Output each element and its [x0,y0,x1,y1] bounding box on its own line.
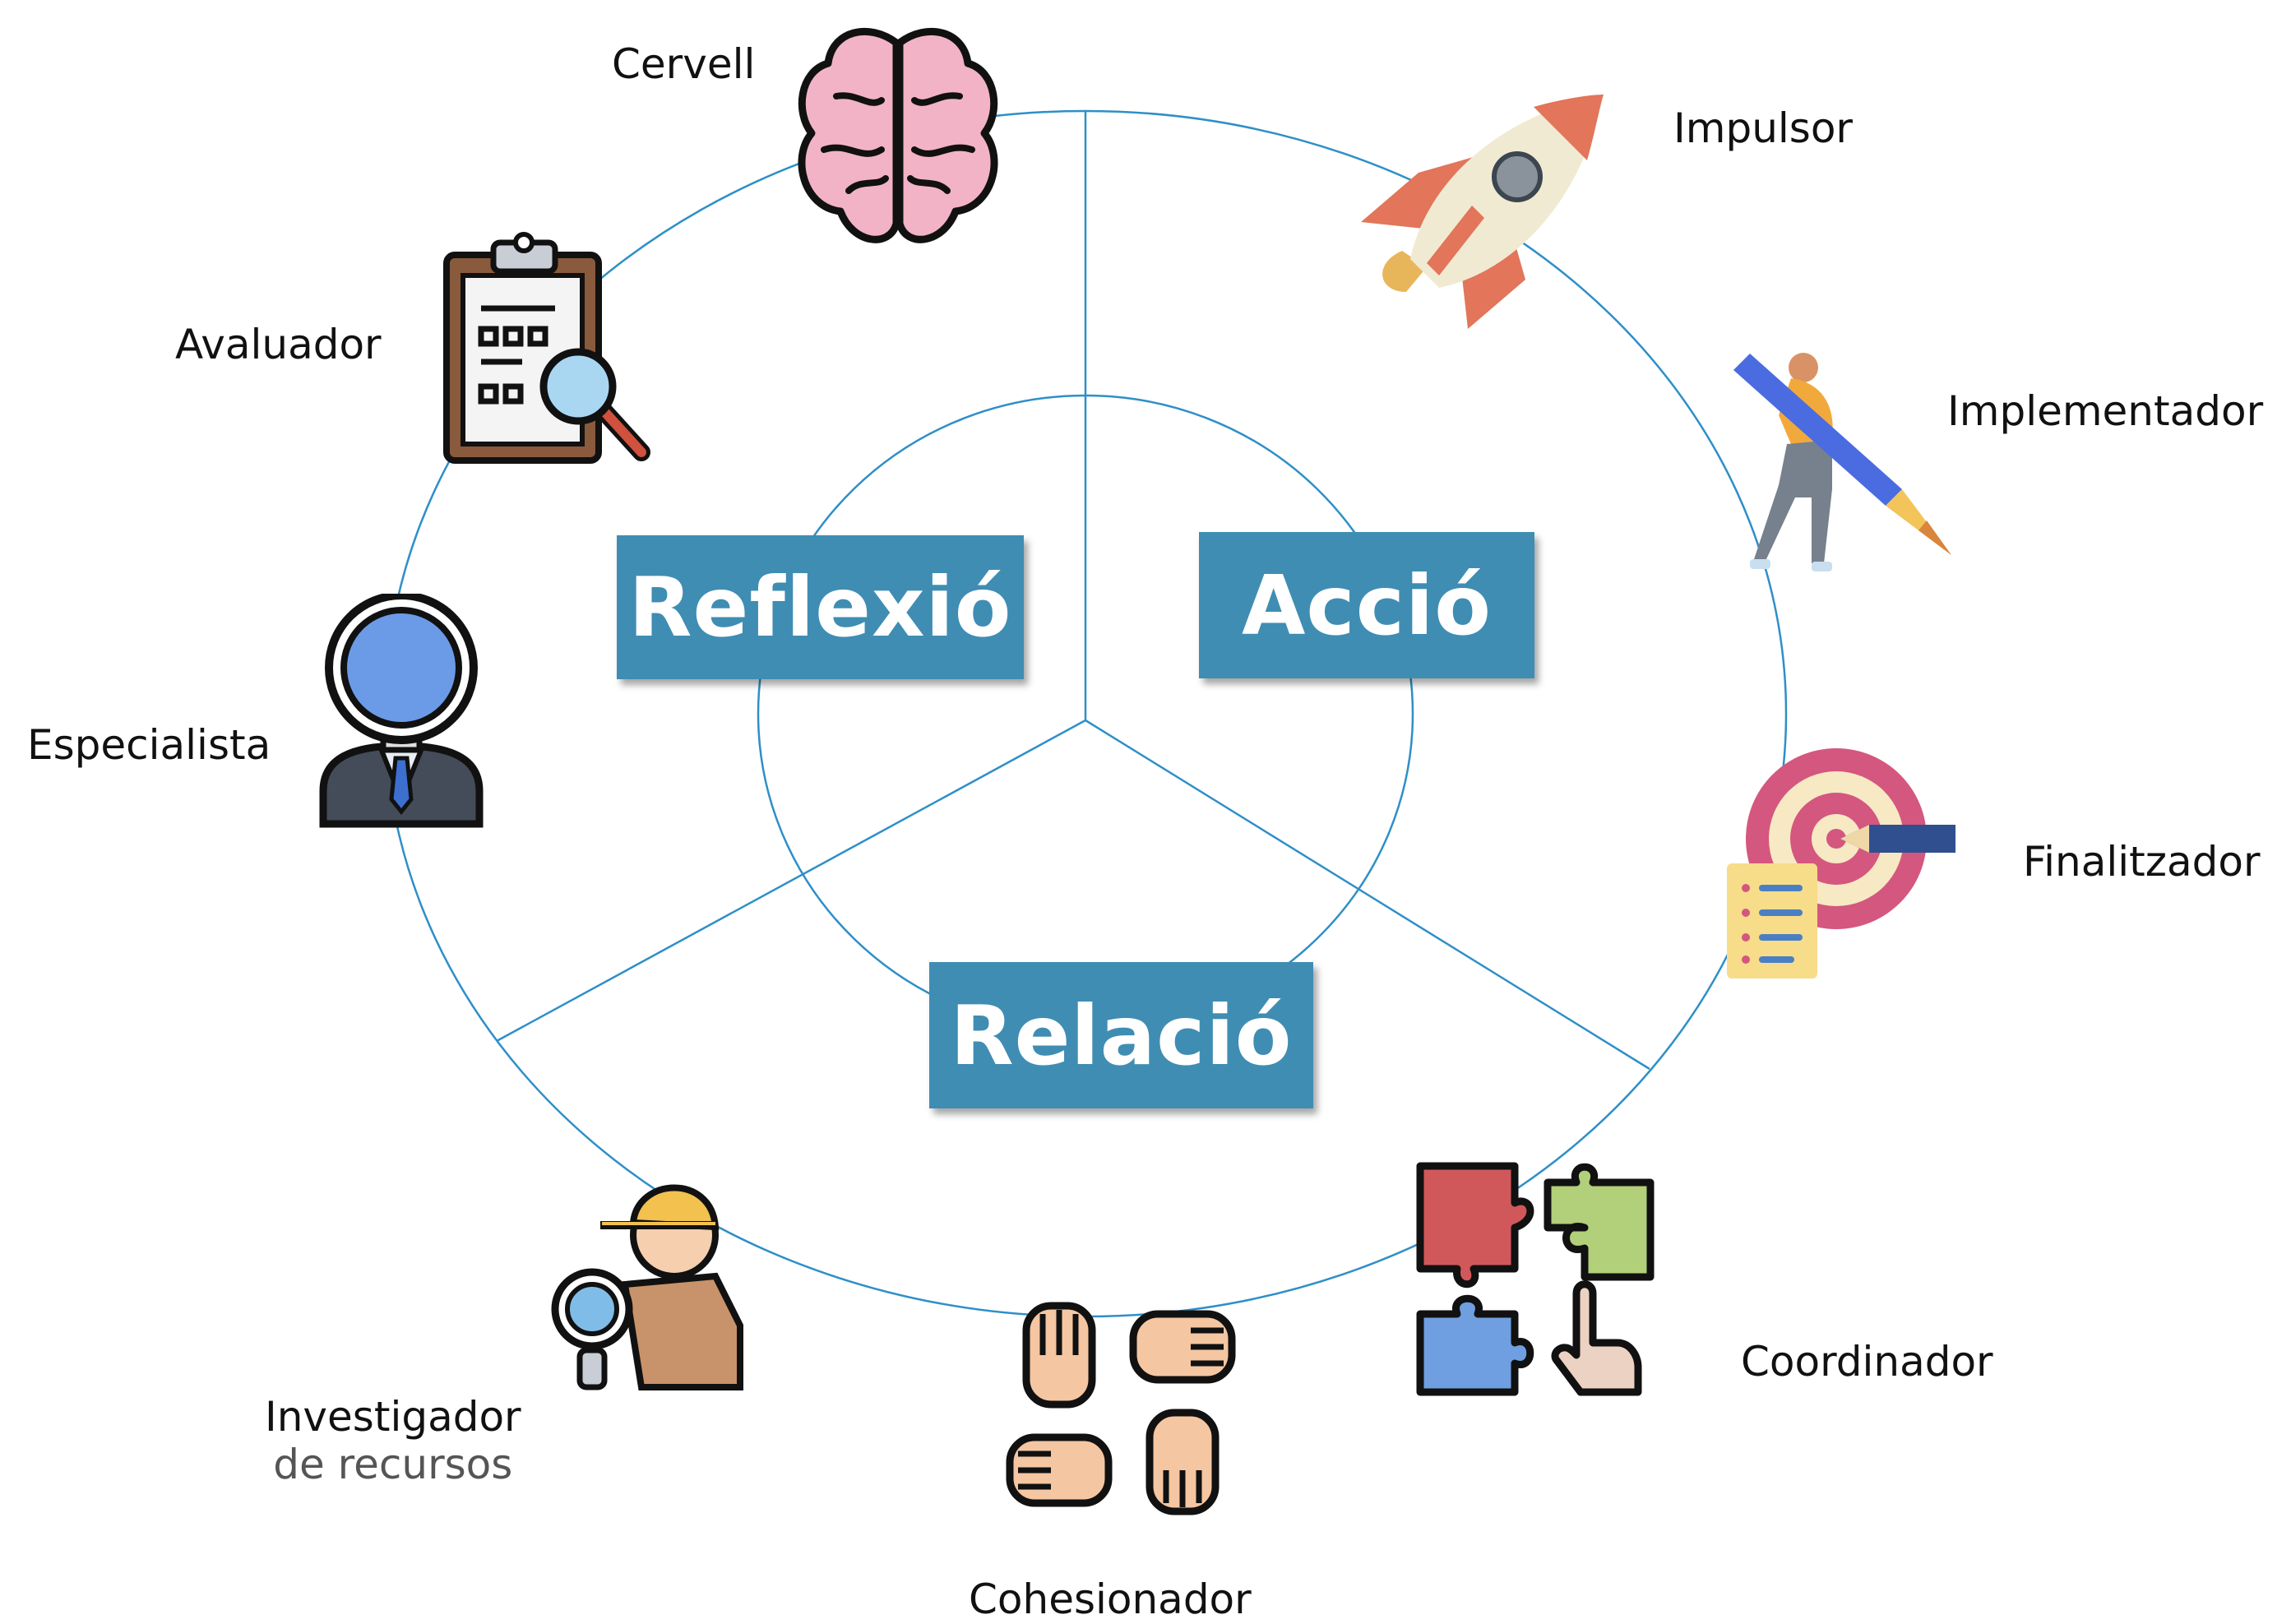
role-coordinador: Coordinador [1741,1338,1993,1386]
relacio-box: Relació [929,962,1313,1108]
specialist-person-icon [319,594,484,828]
role-cervell: Cervell [612,40,756,88]
joined-hands-icon [1006,1302,1236,1515]
puzzle-pieces-icon [1416,1162,1655,1396]
target-pencil-icon [1727,748,1955,979]
clipboard-magnifier-icon [443,232,650,464]
role-impulsor: Impulsor [1673,104,1853,152]
accio-label: Acció [1242,557,1492,654]
explorer-magnifier-icon [551,1184,743,1390]
role-especialista: Especialista [27,721,271,769]
person-pencil-icon [1733,353,1951,571]
rocket-icon [1361,95,1604,329]
divider-right [1085,719,1650,1071]
brain-icon [798,27,998,243]
role-investigador-title: Investigador [265,1393,521,1441]
role-finalitzador: Finalitzador [2023,838,2261,886]
relacio-label: Relació [950,987,1293,1084]
role-avaluador: Avaluador [175,321,382,368]
role-investigador: Investigador de recursos [265,1393,521,1488]
accio-box: Acció [1199,532,1534,678]
reflexio-box: Reflexió [617,535,1024,679]
reflexio-label: Reflexió [628,559,1012,655]
divider-left [496,719,1086,1043]
role-investigador-sub: de recursos [273,1440,513,1488]
role-implementador: Implementador [1947,387,2264,435]
role-cohesionador: Cohesionador [969,1575,1252,1623]
